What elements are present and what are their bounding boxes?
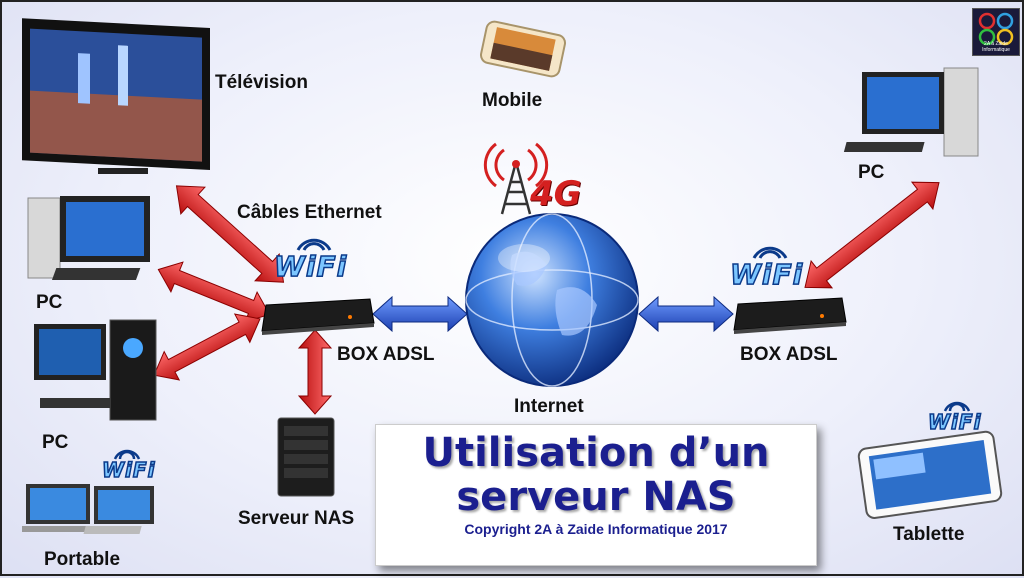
title-line-1: Utilisation d’un (422, 430, 770, 476)
arrow-box-nas (297, 329, 333, 415)
tablette-label: Tablette (893, 524, 965, 545)
copyright-text: Copyright 2A à Zaide Informatique 2017 (464, 521, 728, 537)
nas-label: Serveur NAS (238, 508, 355, 529)
title-line-2: serveur NAS (456, 474, 736, 520)
arrow-tv-box (175, 185, 285, 283)
wifi-left-text: WiFi (273, 249, 348, 284)
arrow-box-internet-left (372, 295, 468, 333)
television-icon (22, 18, 210, 174)
arrow-internet-box-right (638, 295, 734, 333)
antenna-icon (483, 142, 549, 215)
portable-label: Portable (44, 549, 121, 570)
pc-right-icon (843, 67, 979, 157)
wifi-portable-label: WiFi (101, 449, 156, 483)
wifi-tablet-icon (943, 401, 971, 412)
nas-server-icon (277, 417, 335, 497)
laptop-icon (22, 484, 154, 534)
brand-logo: 2A à Zaide Informatique (972, 8, 1020, 56)
router-right-icon (733, 297, 847, 334)
pc-left-1-label: PC (36, 292, 63, 313)
logo-text: 2A à Zaide Informatique (982, 41, 1010, 53)
pc-left-1-icon (27, 196, 150, 280)
wifi-right-text: WiFi (729, 257, 804, 292)
fourg-label: 4G (530, 174, 582, 214)
internet-label: Internet (514, 396, 584, 417)
television-label: Télévision (215, 72, 308, 93)
tablet-icon (857, 430, 1003, 519)
mobile-icon (479, 20, 567, 78)
wifi-portable-text: WiFi (101, 457, 156, 483)
arrow-box-pcright (804, 181, 940, 289)
wifi-right-icon (752, 246, 788, 259)
pc-left-2-icon (34, 319, 157, 421)
wifi-right-label: WiFi (729, 246, 804, 292)
pc-left-2-label: PC (42, 432, 69, 453)
internet-globe-icon (465, 213, 639, 387)
wifi-tablet-text: WiFi (927, 409, 982, 435)
wifi-left-label: WiFi (273, 238, 348, 284)
wifi-tablet-label: WiFi (927, 401, 982, 435)
logo-rings-icon (978, 12, 1014, 46)
pc-right-label: PC (858, 162, 885, 183)
router-left-icon (261, 298, 375, 335)
wifi-portable-icon (113, 449, 141, 460)
mobile-label: Mobile (482, 90, 543, 111)
box-left-label: BOX ADSL (337, 344, 435, 365)
title-box: Utilisation d’un serveur NAS Copyright 2… (375, 424, 817, 566)
cables-label: Câbles Ethernet (237, 202, 382, 223)
arrow-pc2-box (153, 313, 261, 381)
wifi-left-icon (296, 238, 332, 251)
box-right-label: BOX ADSL (740, 344, 838, 365)
